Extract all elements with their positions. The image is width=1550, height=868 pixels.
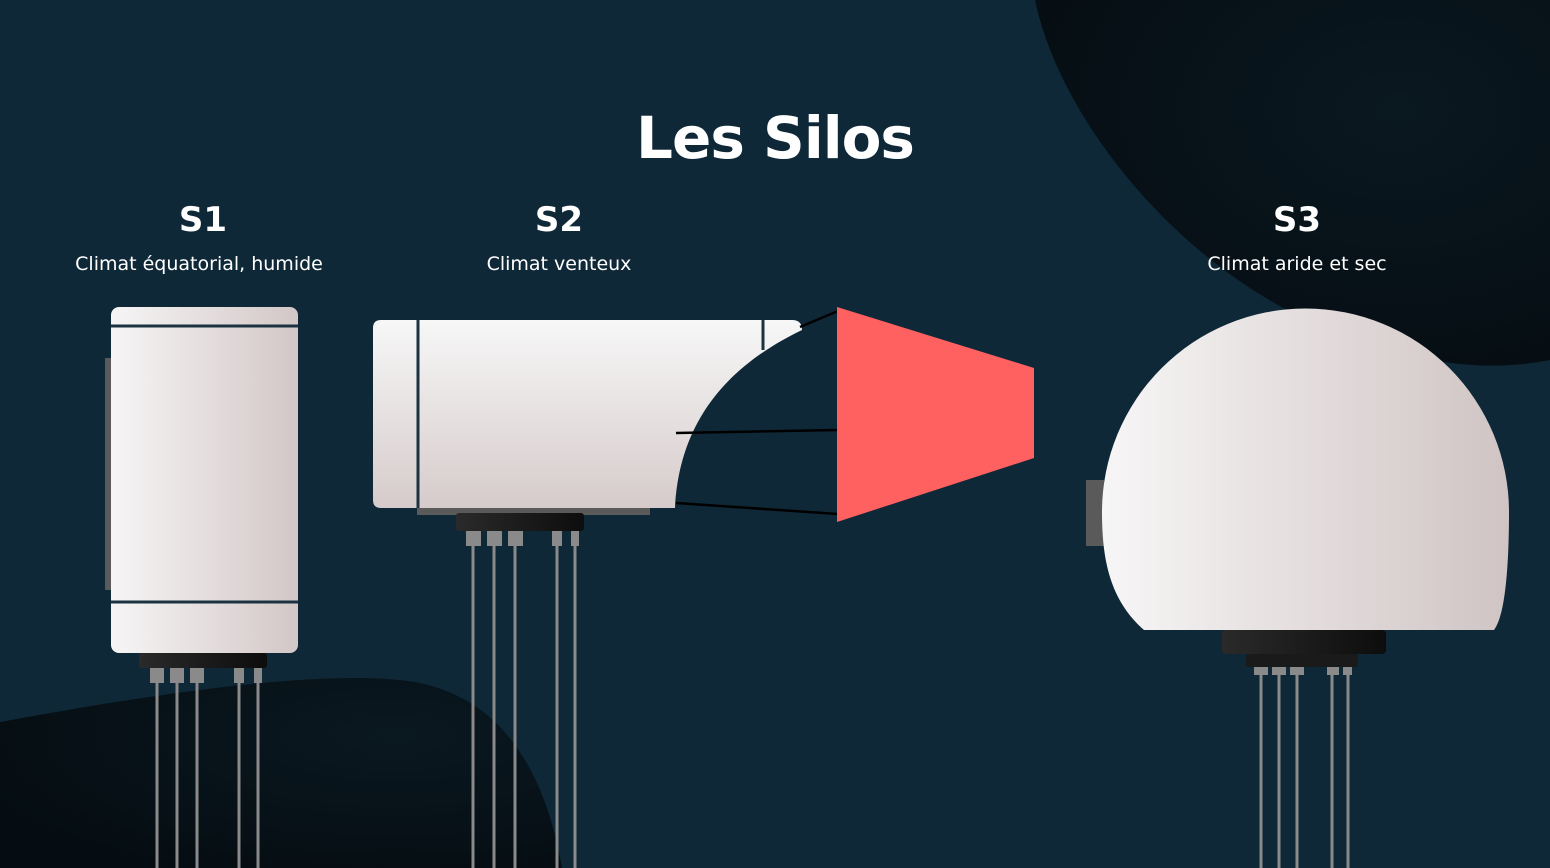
silo-s1-name: S1 bbox=[178, 200, 228, 240]
silo-s3-illustration bbox=[1086, 308, 1509, 868]
silo-s3-climate: Climat aride et sec bbox=[1207, 253, 1387, 275]
silo-s3-name: S3 bbox=[1272, 200, 1322, 240]
page-title: Les Silos bbox=[636, 104, 915, 172]
wind-fan-icon bbox=[837, 307, 1034, 522]
background-blob-top-right bbox=[1035, 0, 1550, 366]
background-blob-bottom-left bbox=[0, 678, 562, 868]
silo-s2-illustration bbox=[373, 309, 839, 868]
silo-s2-climate: Climat venteux bbox=[486, 253, 632, 275]
silo-s1-illustration bbox=[105, 307, 298, 868]
silo-s1-climate: Climat équatorial, humide bbox=[75, 253, 323, 275]
silo-s2-name: S2 bbox=[534, 200, 584, 240]
